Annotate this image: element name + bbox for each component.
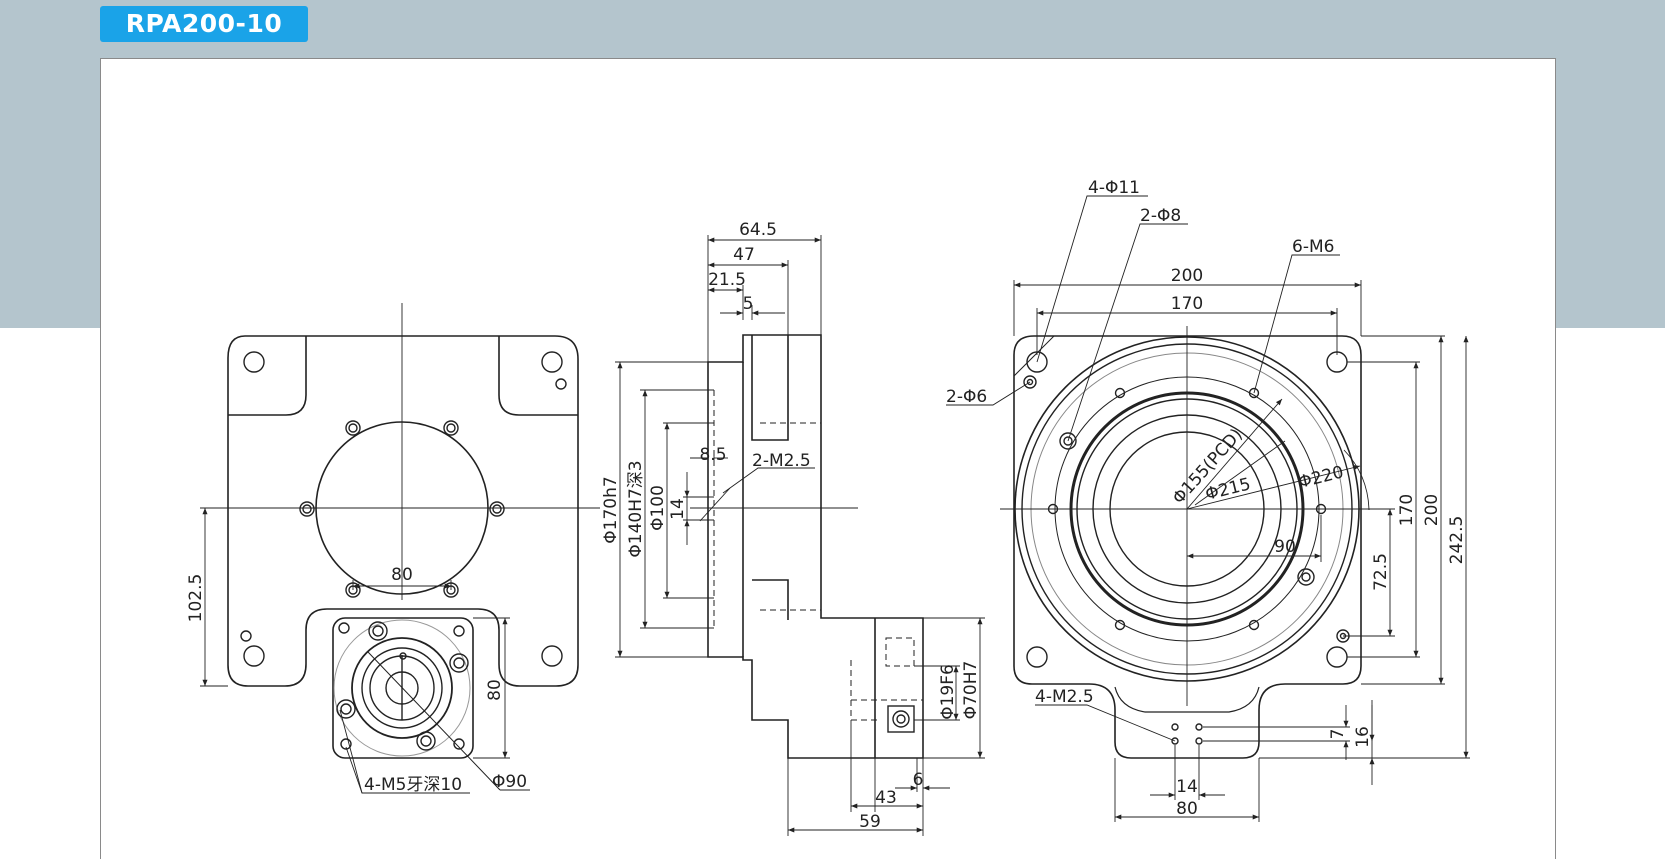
label-4-m5-tapped-holes: 4-M5牙深10	[364, 775, 462, 795]
rear-dimensions	[946, 195, 1470, 822]
drawing-sheet	[100, 58, 1556, 859]
dim-phi70h7: Φ70H7	[961, 661, 981, 720]
dim-side-64-5: 64.5	[739, 220, 777, 240]
dim-rear-200-vertical: 200	[1422, 494, 1442, 526]
side-dimensions	[615, 235, 985, 836]
side-port	[887, 705, 915, 733]
label-2-m2-5: 2-M2.5	[752, 451, 811, 471]
label-6-m6: 6-M6	[1292, 237, 1334, 257]
dim-rear-14: 14	[1176, 777, 1198, 797]
front-view	[200, 303, 600, 794]
dim-rear-200: 200	[1171, 266, 1203, 286]
side-centerlines	[690, 487, 858, 522]
dim-phi100: Φ100	[648, 485, 668, 531]
dim-side-21-5: 21.5	[708, 270, 746, 290]
dim-rear-170-vertical: 170	[1397, 494, 1417, 526]
label-4-m2-5: 4-M2.5	[1035, 687, 1094, 707]
dim-rear-242-5: 242.5	[1447, 516, 1467, 565]
dim-side-8-5: 8.5	[699, 445, 726, 465]
dim-rear-170: 170	[1171, 294, 1203, 314]
label-2-phi6: 2-Φ6	[946, 387, 987, 407]
label-phi215: Φ215	[1203, 474, 1252, 504]
dim-phi170h7: Φ170h7	[601, 476, 621, 543]
side-view	[615, 235, 985, 836]
dim-side-59: 59	[859, 812, 881, 832]
dimension-labels: 80 102.5 80 4-M5牙深10 Φ90 64.5 47 21.5 5 …	[186, 178, 1467, 832]
dim-phi140h7-depth3: Φ140H7深3	[626, 460, 646, 557]
side-body-outline	[707, 334, 924, 759]
front-corner-holes	[240, 351, 567, 667]
label-4-phi11: 4-Φ11	[1088, 178, 1140, 198]
label-2-phi8: 2-Φ8	[1140, 206, 1181, 226]
dim-side-43: 43	[875, 788, 897, 808]
dim-phi19f6: Φ19F6	[938, 664, 958, 720]
dim-rear-7: 7	[1328, 729, 1348, 740]
dim-side-5: 5	[743, 294, 754, 314]
rear-centerlines	[1000, 326, 1380, 706]
dim-side-47: 47	[733, 245, 755, 265]
dim-front-80: 80	[391, 565, 413, 585]
rear-body-outline	[1013, 335, 1362, 759]
dim-rear-90: 90	[1274, 537, 1296, 557]
side-hidden-lines	[713, 390, 923, 721]
dim-front-102-5: 102.5	[186, 574, 206, 623]
dim-side-6: 6	[913, 770, 924, 790]
label-phi220: Φ220	[1296, 462, 1345, 492]
front-body-outline	[227, 335, 579, 687]
model-title-tab: RPA200-10	[100, 6, 308, 42]
dim-side-14: 14	[668, 498, 688, 520]
dim-front-80-vertical: 80	[485, 679, 505, 701]
rear-holes	[1023, 351, 1350, 745]
label-phi90: Φ90	[492, 772, 527, 792]
front-dimensions	[200, 507, 530, 794]
front-input-flange	[332, 617, 501, 791]
dim-rear-80: 80	[1176, 799, 1198, 819]
front-centerlines	[205, 303, 600, 600]
rear-view	[946, 195, 1470, 822]
dim-rear-72-5: 72.5	[1371, 553, 1391, 591]
dim-rear-16: 16	[1353, 726, 1373, 748]
